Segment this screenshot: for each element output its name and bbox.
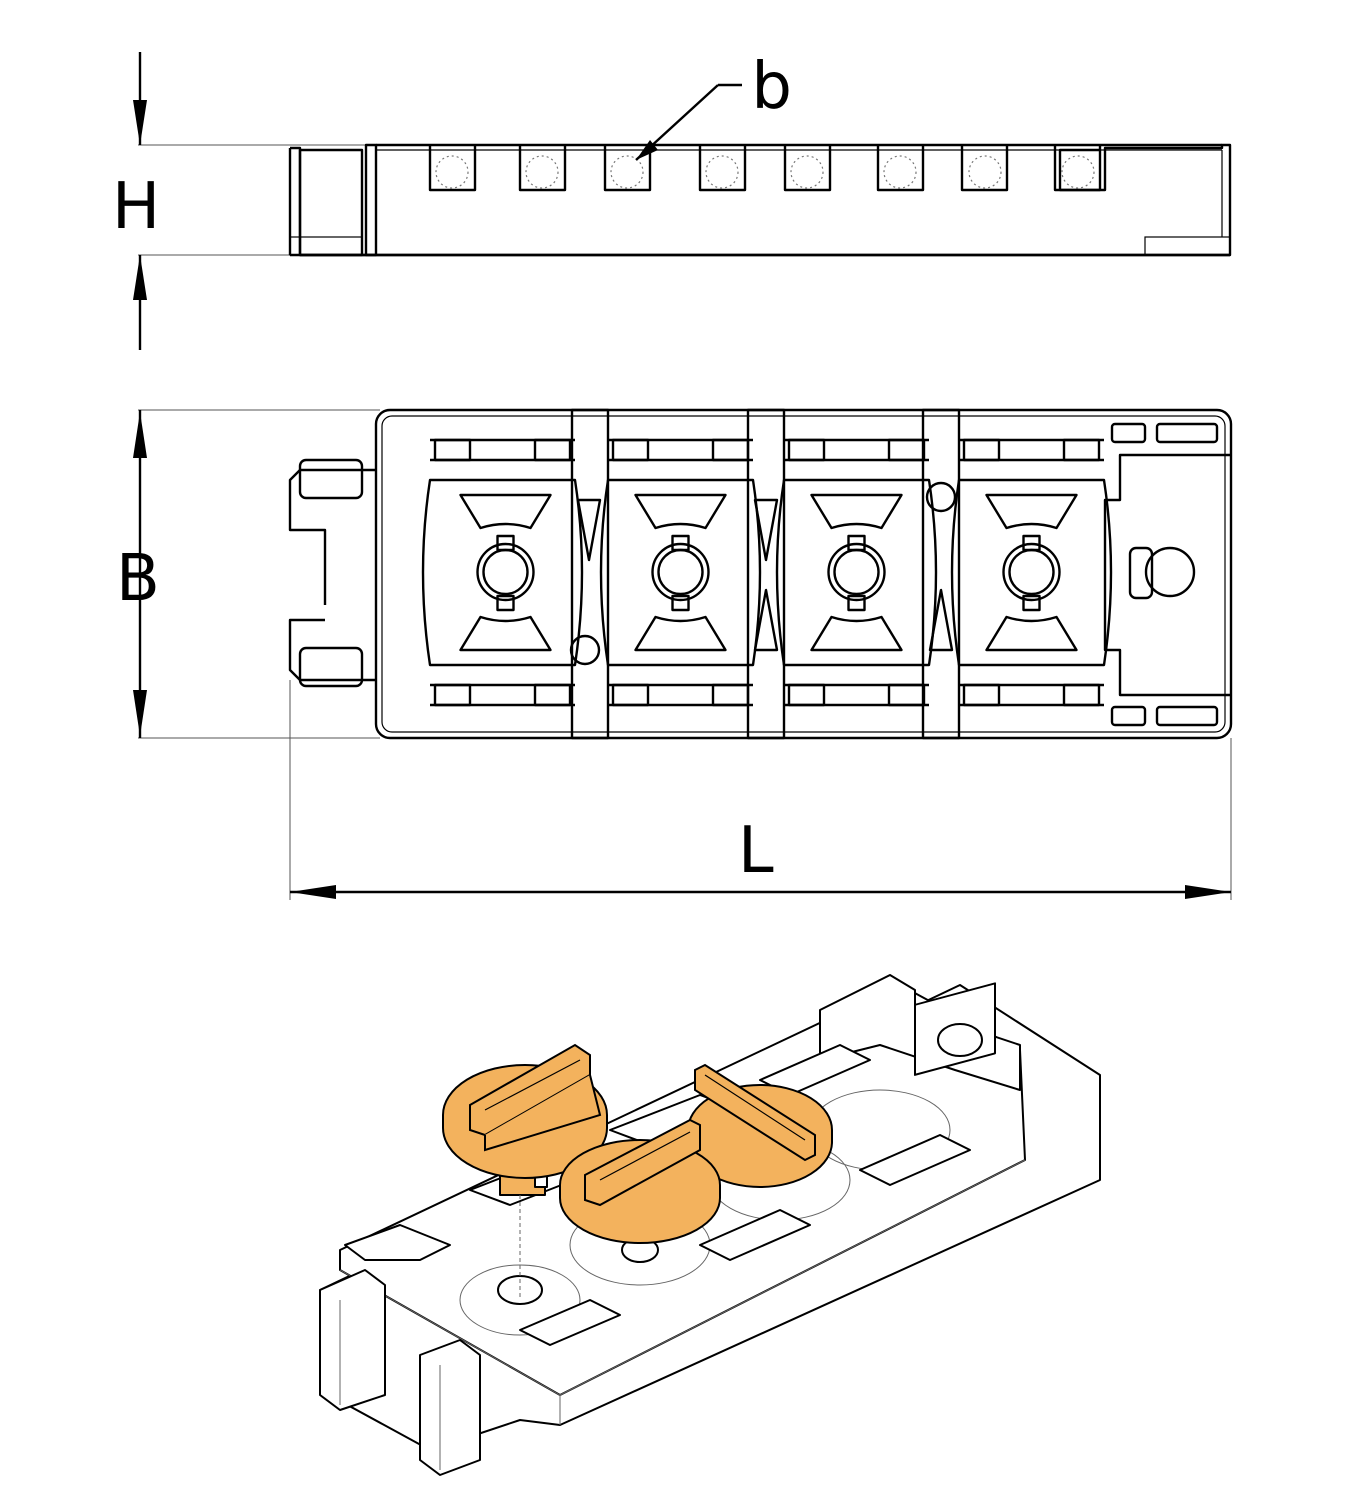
separator-discs bbox=[442, 1043, 833, 1244]
cell-module bbox=[950, 438, 1113, 707]
top-view: B L bbox=[116, 408, 1233, 900]
height-label: H bbox=[112, 170, 160, 244]
isometric-view bbox=[319, 974, 1101, 1476]
diameter-label: d bbox=[751, 50, 792, 124]
width-label: B bbox=[116, 542, 160, 616]
length-label: L bbox=[738, 814, 774, 888]
cell-module bbox=[599, 438, 762, 707]
cell-module bbox=[421, 438, 584, 707]
side-view: H d bbox=[112, 50, 1232, 350]
cell-module bbox=[775, 438, 938, 707]
